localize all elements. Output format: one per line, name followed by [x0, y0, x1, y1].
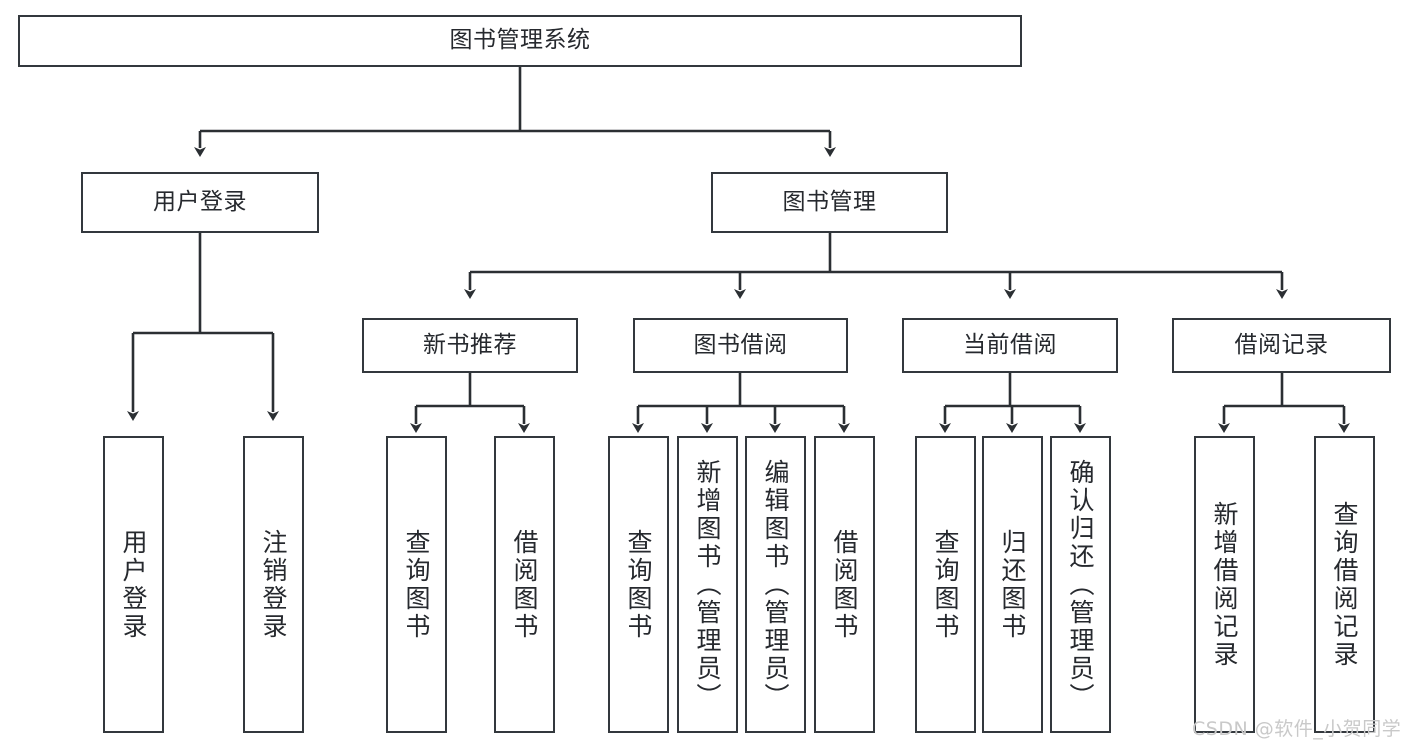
node-leaf-query-record-label: 查询借阅记录	[1330, 500, 1359, 669]
node-borrow-record[interactable]: 借阅记录	[1172, 318, 1391, 373]
node-leaf-edit-book[interactable]: 编辑图书（管理员）	[745, 436, 806, 733]
node-leaf-confirm-return[interactable]: 确认归还（管理员）	[1050, 436, 1111, 733]
node-book-borrow-label: 图书借阅	[693, 331, 788, 358]
node-book-borrow[interactable]: 图书借阅	[633, 318, 848, 373]
node-user-login[interactable]: 用户登录	[81, 172, 319, 233]
node-leaf-query-record[interactable]: 查询借阅记录	[1314, 436, 1375, 733]
node-book-manage[interactable]: 图书管理	[711, 172, 948, 233]
node-leaf-return-book[interactable]: 归还图书	[982, 436, 1043, 733]
node-new-book-recommend[interactable]: 新书推荐	[362, 318, 578, 373]
node-borrow-record-label: 借阅记录	[1234, 331, 1329, 358]
node-leaf-confirm-return-label: 确认归还（管理员）	[1066, 458, 1095, 711]
node-leaf-edit-book-label: 编辑图书（管理员）	[761, 458, 790, 711]
node-leaf-logout-login[interactable]: 注销登录	[243, 436, 304, 733]
node-leaf-query-book-3-label: 查询图书	[931, 528, 960, 641]
node-leaf-query-book-1[interactable]: 查询图书	[386, 436, 447, 733]
node-leaf-query-book-3[interactable]: 查询图书	[915, 436, 976, 733]
node-book-manage-label: 图书管理	[782, 188, 877, 215]
node-leaf-borrow-book-1-label: 借阅图书	[510, 528, 539, 641]
node-leaf-return-book-label: 归还图书	[998, 528, 1027, 641]
node-root[interactable]: 图书管理系统	[18, 15, 1022, 67]
node-leaf-borrow-book-2[interactable]: 借阅图书	[814, 436, 875, 733]
node-leaf-borrow-book-2-label: 借阅图书	[830, 528, 859, 641]
node-leaf-user-login-label: 用户登录	[119, 528, 148, 641]
node-leaf-add-book-label: 新增图书（管理员）	[693, 458, 722, 711]
node-leaf-logout-login-label: 注销登录	[259, 528, 288, 641]
node-current-borrow-label: 当前借阅	[963, 331, 1057, 358]
node-root-label: 图书管理系统	[449, 27, 591, 54]
node-new-book-recommend-label: 新书推荐	[423, 331, 517, 358]
node-leaf-add-record-label: 新增借阅记录	[1210, 500, 1239, 669]
node-leaf-add-book[interactable]: 新增图书（管理员）	[677, 436, 738, 733]
node-user-login-label: 用户登录	[153, 188, 247, 215]
node-current-borrow[interactable]: 当前借阅	[902, 318, 1118, 373]
node-leaf-query-book-2-label: 查询图书	[624, 528, 653, 641]
node-leaf-query-book-2[interactable]: 查询图书	[608, 436, 669, 733]
node-leaf-borrow-book-1[interactable]: 借阅图书	[494, 436, 555, 733]
node-leaf-query-book-1-label: 查询图书	[402, 528, 431, 641]
node-leaf-user-login[interactable]: 用户登录	[103, 436, 164, 733]
node-leaf-add-record[interactable]: 新增借阅记录	[1194, 436, 1255, 733]
